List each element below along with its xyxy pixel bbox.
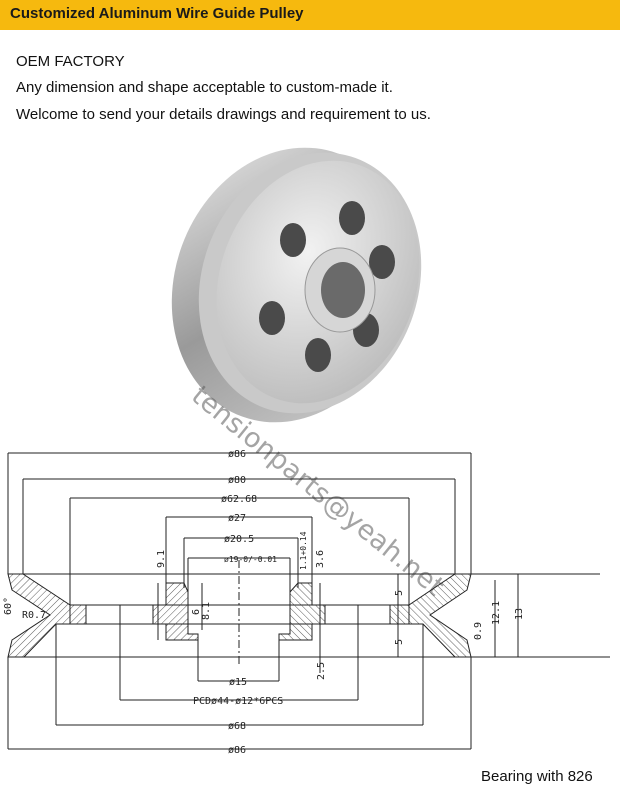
dim-6: 6 [191,609,202,615]
dim-d62-68: ø62.68 [221,494,257,505]
dim-d20-5: ø20.5 [224,534,254,545]
intro-line-3: Welcome to send your details drawings an… [16,106,431,123]
dim-d15: ø15 [229,677,247,688]
dim-9-1: 9.1 [156,550,167,568]
intro-line-1: OEM FACTORY [16,53,125,70]
dim-d80: ø80 [228,475,246,486]
dim-d68: ø68 [228,721,246,732]
pulley-photo [171,147,422,423]
dim-d19: ø19-0/-0.01 [224,555,277,564]
dim-5-bottom: 5 [394,639,405,645]
dim-8-1: 8.1 [201,602,212,620]
dim-1-1: 1.1+0.14 [299,531,308,570]
intro-line-2: Any dimension and shape acceptable to cu… [16,79,393,96]
dim-d86-bottom: ø86 [228,745,246,756]
dim-2-5: 2.5 [316,662,327,680]
caption: Bearing with 826 [481,768,593,785]
page-title: Customized Aluminum Wire Guide Pulley [10,5,304,22]
dim-r0-7: R0.7 [22,610,46,621]
title-bar: Customized Aluminum Wire Guide Pulley [0,0,620,30]
dim-d27: ø27 [228,513,246,524]
dim-13: 13 [514,608,525,620]
dim-pcd: PCDø44-ø12*6PCS [193,696,283,707]
dim-angle-60: 60° [3,597,14,615]
dim-5-top: 5 [394,590,405,596]
dim-0-9: 0.9 [473,622,484,640]
dim-3-6: 3.6 [315,550,326,568]
dim-d86-top: ø86 [228,449,246,460]
technical-drawing: ø86 ø80 ø62.68 ø27 ø20.5 ø19-0/-0.01 9.1… [3,449,610,756]
dim-12-1: 12.1 [491,601,502,625]
